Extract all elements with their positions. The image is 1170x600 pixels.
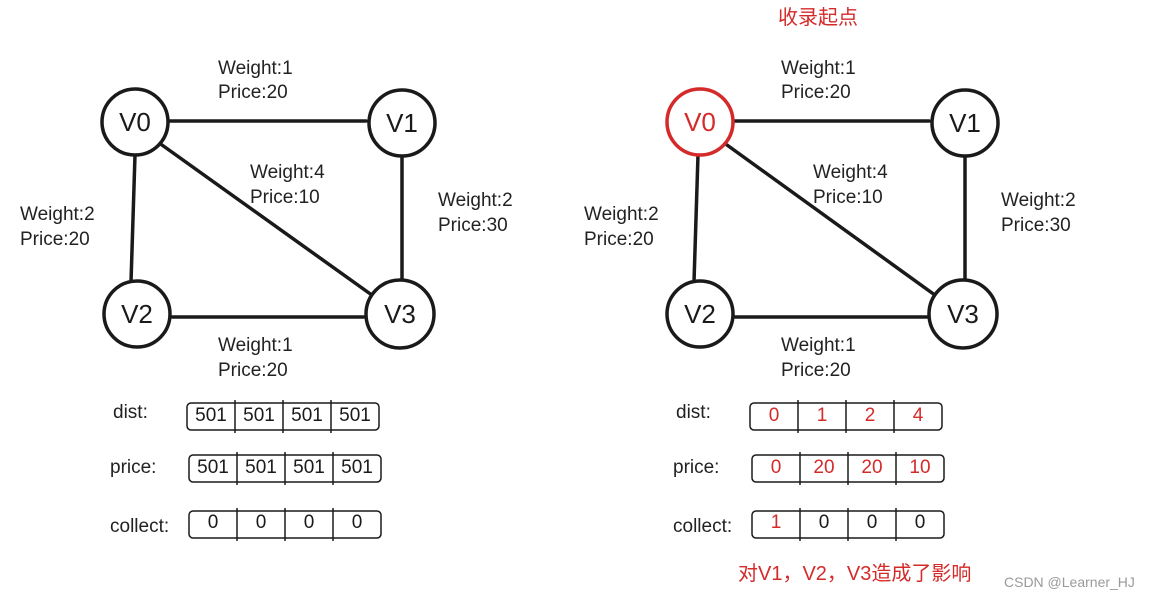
- edge-v2-v3-price: Price:20: [218, 360, 288, 381]
- price-label: price:: [673, 457, 720, 478]
- left-dist-cell-2: 501: [291, 405, 323, 426]
- node-v1-circle: [930, 88, 1000, 158]
- node-v3-circle: [927, 278, 999, 350]
- watermark: CSDN @Learner_HJ: [1004, 574, 1135, 590]
- right-arrays: [749, 400, 945, 541]
- edge-v1-v3-price: Price:30: [1001, 215, 1071, 236]
- annotation-collect-start: 收录起点: [778, 7, 858, 29]
- left-price-cell-2: 501: [293, 457, 325, 478]
- node-v2-label: V2: [684, 299, 716, 329]
- node-v3-label: V3: [384, 299, 416, 329]
- right-price-cell-0: 0: [770, 457, 782, 478]
- right-dist-cell-2: 2: [864, 405, 876, 426]
- node-v1-circle: [367, 88, 437, 158]
- left-graph: [100, 87, 437, 350]
- right-collect-cell-3: 0: [914, 512, 926, 533]
- edge-v0-v3-price: Price:10: [813, 187, 883, 208]
- left-dist-cell-3: 501: [339, 405, 371, 426]
- node-v0-label: V0: [119, 107, 151, 137]
- edge-v0-v1-weight: Weight:1: [218, 58, 293, 79]
- price-label: price:: [110, 457, 157, 478]
- node-v0-circle: [100, 87, 170, 157]
- collect-label: collect:: [110, 516, 170, 537]
- left-dist-cell-0: 501: [195, 405, 227, 426]
- dist-label: dist:: [676, 402, 711, 423]
- edge-v0-v3-weight: Weight:4: [813, 162, 888, 183]
- annotation-affected-nodes: 对V1，V2，V3造成了影响: [738, 563, 972, 585]
- node-v1-label: V1: [386, 108, 418, 138]
- left-collect-cell-2: 0: [303, 512, 315, 533]
- node-v3-circle: [364, 278, 436, 350]
- left-dist-cell-1: 501: [243, 405, 275, 426]
- edge-v0-v2: [129, 153, 137, 284]
- dist-label: dist:: [113, 402, 148, 423]
- right-price-cell-1: 20: [813, 457, 835, 478]
- edge-v0-v3-weight: Weight:4: [250, 162, 325, 183]
- edge-v2-v3-weight: Weight:1: [218, 335, 293, 356]
- node-v0-label-highlighted: V0: [684, 107, 716, 137]
- right-collect-cell-1: 0: [818, 512, 830, 533]
- edge-v1-v3-price: Price:30: [438, 215, 508, 236]
- edge-v0-v2-price: Price:20: [20, 229, 90, 250]
- left-collect-cell-0: 0: [207, 512, 219, 533]
- left-arrays: [186, 400, 382, 541]
- node-v2-label: V2: [121, 299, 153, 329]
- edge-v0-v2-weight: Weight:2: [584, 204, 659, 225]
- edge-v0-v2: [692, 153, 700, 284]
- edge-v0-v1-price: Price:20: [218, 82, 288, 103]
- right-collect-cell-2: 0: [866, 512, 878, 533]
- node-v1-label: V1: [949, 108, 981, 138]
- right-collect-cell-0: 1: [770, 512, 782, 533]
- left-price-cell-1: 501: [245, 457, 277, 478]
- edge-v2-v3-weight: Weight:1: [781, 335, 856, 356]
- collect-label: collect:: [673, 516, 733, 537]
- left-price-cell-3: 501: [341, 457, 373, 478]
- left-price-cell-0: 501: [197, 457, 229, 478]
- edge-v0-v3: [160, 143, 378, 300]
- edge-v0-v3: [725, 143, 941, 300]
- right-price-cell-2: 20: [861, 457, 883, 478]
- node-v2-circle: [665, 279, 735, 349]
- left-collect-cell-1: 0: [255, 512, 267, 533]
- node-v0-circle-highlighted: [665, 87, 735, 157]
- right-price-cell-3: 10: [909, 457, 931, 478]
- left-collect-cell-3: 0: [351, 512, 363, 533]
- right-dist-cell-3: 4: [912, 405, 924, 426]
- right-graph: [665, 87, 1000, 350]
- edge-v0-v3-price: Price:10: [250, 187, 320, 208]
- edge-v0-v1-weight: Weight:1: [781, 58, 856, 79]
- right-dist-cell-1: 1: [816, 405, 828, 426]
- right-dist-cell-0: 0: [768, 405, 780, 426]
- node-v2-circle: [102, 279, 172, 349]
- edge-v0-v2-price: Price:20: [584, 229, 654, 250]
- edge-v2-v3-price: Price:20: [781, 360, 851, 381]
- edge-v1-v3-weight: Weight:2: [1001, 190, 1076, 211]
- node-v3-label: V3: [947, 299, 979, 329]
- edge-v0-v2-weight: Weight:2: [20, 204, 95, 225]
- edge-v1-v3-weight: Weight:2: [438, 190, 513, 211]
- edge-v0-v1-price: Price:20: [781, 82, 851, 103]
